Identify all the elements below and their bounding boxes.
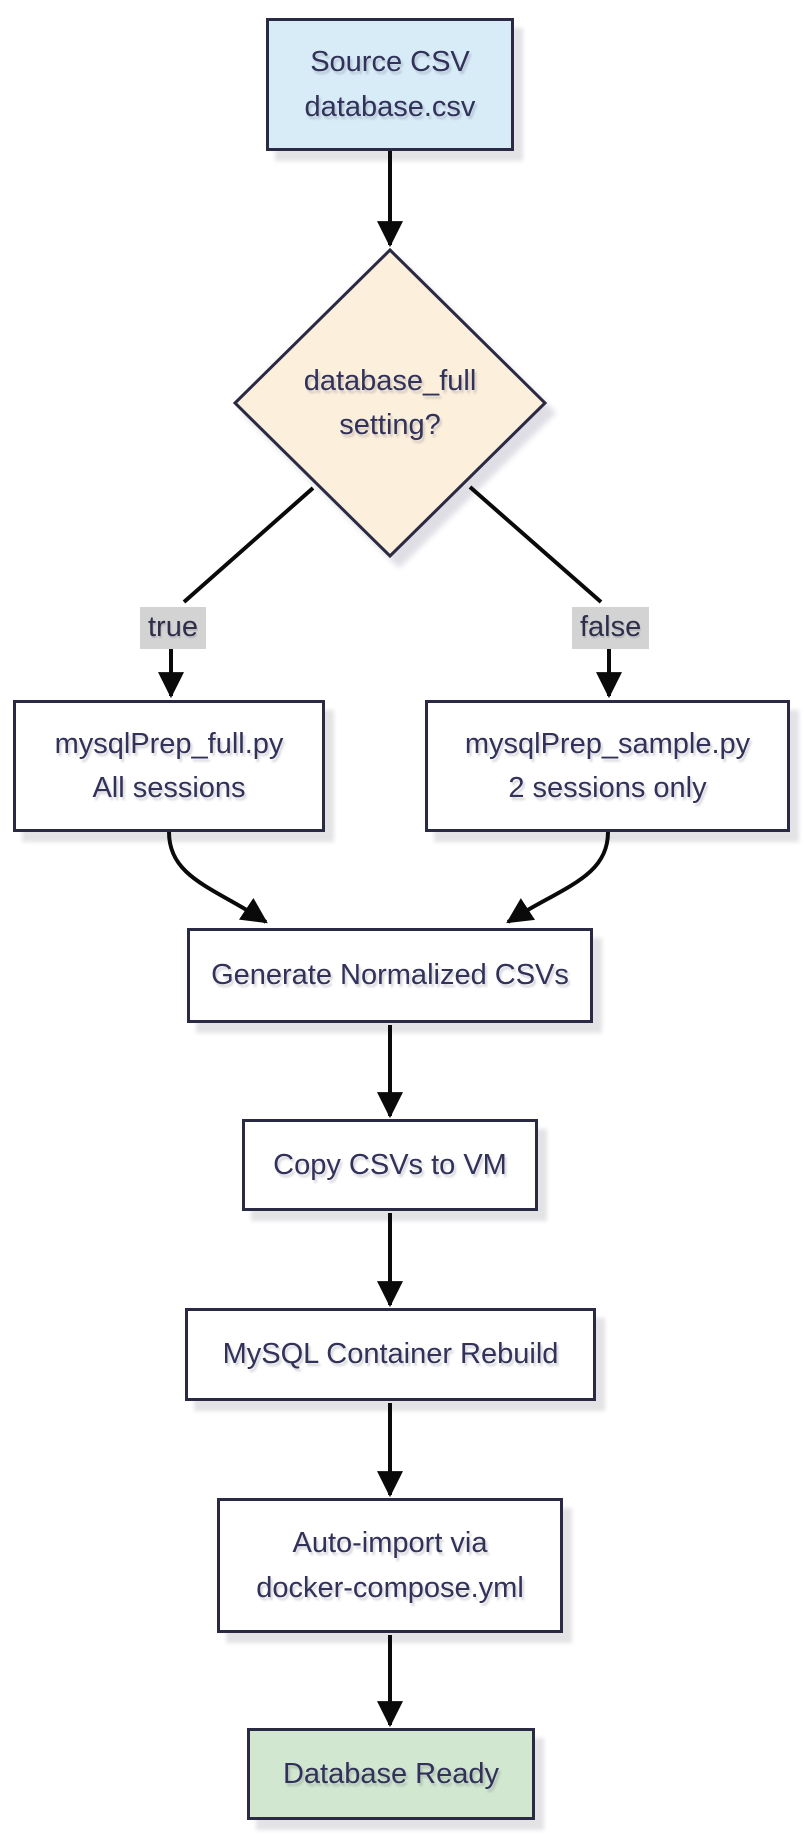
node-label-line: Copy CSVs to VM bbox=[273, 1148, 507, 1181]
node-label-line: database_full bbox=[303, 364, 477, 397]
node-mysqlprep-full: mysqlPrep_full.py All sessions bbox=[13, 700, 325, 832]
node-label-line: 2 sessions only bbox=[508, 772, 707, 804]
edge-label-false: false bbox=[572, 607, 650, 649]
edge-label-true: true bbox=[140, 607, 206, 649]
node-decision-label: database_full setting? bbox=[265, 335, 515, 471]
node-label-line: Generate Normalized CSVs bbox=[211, 959, 569, 992]
edge-sample-to-generate bbox=[506, 831, 610, 924]
node-auto-import: Auto-import via docker-compose.yml bbox=[217, 1498, 563, 1633]
node-label-line: database.csv bbox=[304, 90, 476, 123]
edge-decision-to-true-label bbox=[182, 486, 315, 604]
node-mysqlprep-sample: mysqlPrep_sample.py 2 sessions only bbox=[425, 700, 790, 832]
node-copy-csvs: Copy CSVs to VM bbox=[242, 1119, 538, 1211]
node-generate-csvs: Generate Normalized CSVs bbox=[187, 928, 593, 1023]
node-label-line: mysqlPrep_full.py bbox=[54, 727, 284, 760]
node-label-line: setting? bbox=[339, 409, 441, 441]
node-source-csv: Source CSV database.csv bbox=[266, 18, 514, 151]
decision-diamond-shape bbox=[232, 247, 548, 559]
node-label-line: All sessions bbox=[92, 772, 246, 804]
edge-decision-to-false-label bbox=[468, 485, 603, 604]
node-label-line: docker-compose.yml bbox=[256, 1571, 524, 1604]
node-label-line: mysqlPrep_sample.py bbox=[464, 727, 751, 760]
node-mysql-rebuild: MySQL Container Rebuild bbox=[185, 1308, 596, 1401]
node-label-line: Auto-import via bbox=[292, 1527, 488, 1560]
edge-full-to-generate bbox=[167, 831, 268, 924]
node-label-line: Source CSV bbox=[310, 46, 470, 79]
node-label-line: MySQL Container Rebuild bbox=[222, 1338, 559, 1371]
node-database-ready: Database Ready bbox=[247, 1728, 535, 1820]
node-label-line: Database Ready bbox=[282, 1757, 500, 1790]
